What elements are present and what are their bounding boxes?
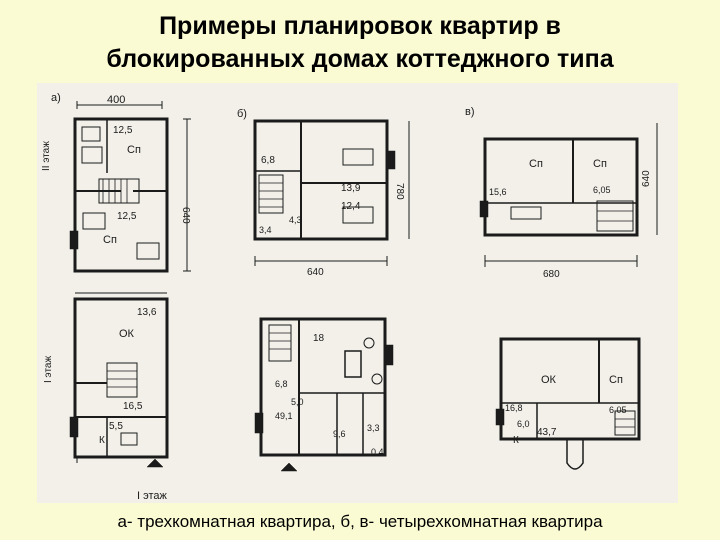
plan-a-label: а)	[51, 92, 61, 104]
plan-a-room-3-name: ОК	[119, 328, 135, 340]
floor-plans-image: а) 400 640 II этаж I этаж I этаж 12,5 Сп…	[37, 83, 678, 503]
plan-b-room-8-area: 5,0	[291, 397, 304, 407]
plan-b-room-2-area: 13,9	[341, 183, 361, 194]
plan-b-room-7-area: 6,8	[275, 379, 288, 389]
plan-c-dim-height: 640	[641, 170, 652, 187]
plan-a-room-4-area: 16,5	[123, 401, 143, 412]
plan-a-floor2-label: II этаж	[41, 141, 52, 171]
slide-caption: а- трехкомнатная квартира, б, в- четырех…	[117, 512, 603, 531]
plan-c-label: в)	[465, 106, 475, 118]
plan-b-room-10-area: 9,6	[333, 429, 346, 439]
plan-a-floor1-label: I этаж	[43, 356, 54, 383]
plan-b-dim-height: 780	[394, 183, 405, 200]
title-line-1: Примеры планировок квартир в	[159, 12, 561, 40]
plan-b-room-1-area: 6,8	[261, 155, 275, 166]
plan-a-room-1-area: 12,5	[113, 125, 133, 136]
slide-title: Примеры планировок квартир в блокированн…	[0, 10, 720, 76]
plan-a-dim-height: 640	[180, 207, 191, 224]
plan-c-floor-2	[479, 123, 658, 267]
plan-b-room-5-area: 3,4	[259, 225, 272, 235]
plan-b-room-6-area: 18	[313, 333, 325, 344]
plan-c-room-6-name: К	[513, 435, 519, 446]
plan-a-floor1-bottom-label: I этаж	[137, 490, 168, 502]
plan-a-room-5-name: К	[99, 435, 105, 446]
plan-a-room-5-area: 5,5	[109, 421, 123, 432]
plan-c-room-4-area: 6,05	[609, 405, 627, 415]
plan-c-room-4-name: Сп	[609, 374, 623, 386]
plan-b-dim-width: 640	[307, 267, 324, 278]
plan-c-floor-1	[495, 337, 641, 470]
plan-a-room-1-name: Сп	[127, 144, 141, 156]
plan-c-room-7-area: 43,7	[537, 427, 557, 438]
plan-c-room-5-area: 16,8	[505, 403, 523, 413]
plan-b-room-4-area: 4,3	[289, 215, 302, 225]
plan-b-room-9-area: 49,1	[275, 411, 293, 421]
plan-b-room-3-area: 12,4	[341, 201, 361, 212]
plan-c-room-3-name: ОК	[541, 374, 557, 386]
plan-c-room-2-name: Сп	[593, 158, 607, 170]
plan-b-room-11-area: 3,3	[367, 423, 380, 433]
plan-b-room-12-area: 0,4	[371, 447, 384, 457]
title-line-2: блокированных домах коттеджного типа	[106, 45, 614, 73]
plan-a-room-2-area: 12,5	[117, 211, 137, 222]
plan-a-room-3-area: 13,6	[137, 307, 157, 318]
plan-c-room-1-name: Сп	[529, 158, 543, 170]
plan-b-floor-2	[253, 119, 410, 266]
plan-b-label: б)	[237, 108, 247, 120]
plan-a-room-2-name: Сп	[103, 234, 117, 246]
plan-a-floor-1	[69, 292, 169, 468]
plan-c-room-2-area: 6,05	[593, 185, 611, 195]
plan-c-dim-width: 680	[543, 269, 560, 280]
plan-a-floor-2	[69, 101, 191, 273]
plan-a-dim-width: 400	[107, 94, 125, 106]
plan-b-floor-1	[254, 317, 394, 472]
plan-c-room-6-area: 6,0	[517, 419, 530, 429]
floor-plans-drawing: а) 400 640 II этаж I этаж I этаж 12,5 Сп…	[41, 92, 658, 502]
plan-c-room-1-area: 15,6	[489, 187, 507, 197]
